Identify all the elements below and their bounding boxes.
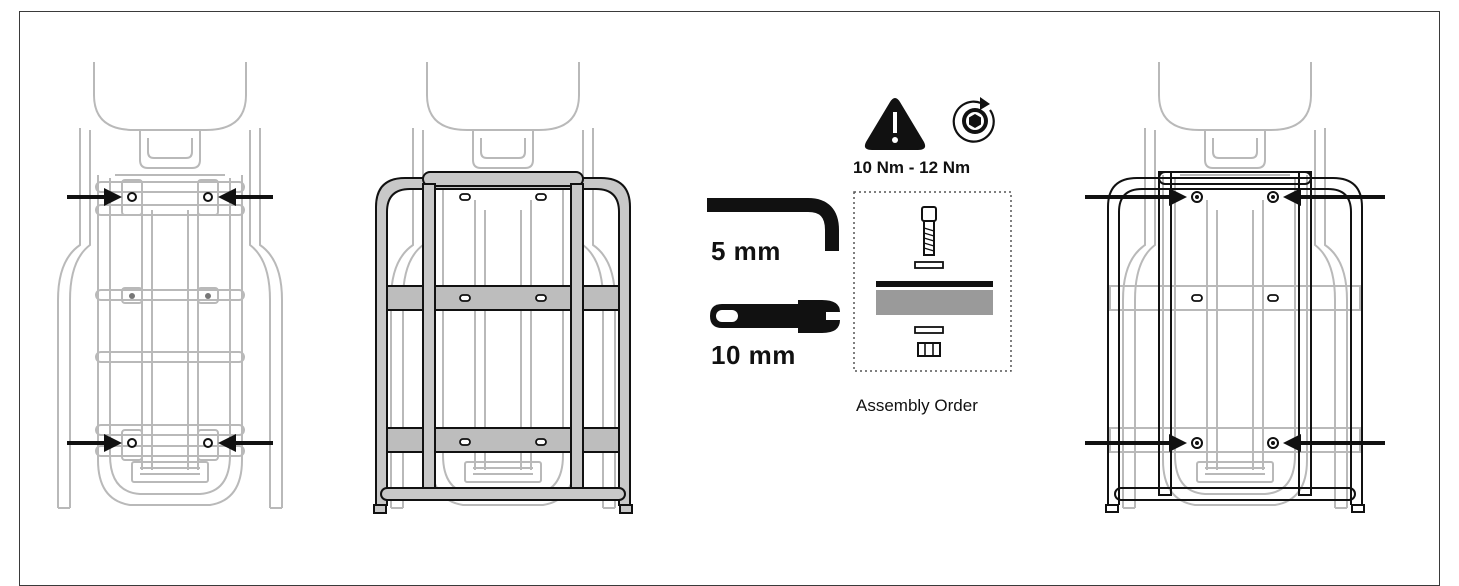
hex-key-icon: [707, 198, 839, 251]
arrow-icon: [1085, 188, 1385, 452]
warning-icon: [864, 98, 926, 150]
assembly-order-caption: Assembly Order: [856, 396, 978, 415]
arrow-icon: [67, 188, 273, 452]
hex-key-size-label: 5 mm: [711, 236, 781, 266]
rack-layer: [876, 281, 993, 287]
washer-icon: [914, 261, 944, 269]
wrench-icon: [710, 300, 840, 333]
panel-position-rack: [373, 61, 633, 514]
assembly-order-box: [853, 191, 1012, 372]
panel-fasten-bolts: [1085, 61, 1385, 513]
bolt-icon: [921, 206, 937, 256]
washer-icon: [914, 326, 944, 334]
torque-rotation-icon: [952, 97, 995, 143]
nut-icon: [917, 342, 941, 357]
torque-value-label: 10 Nm - 12 Nm: [853, 158, 971, 177]
mount-layer: [876, 290, 993, 315]
panel-locate-mount-points: [57, 61, 283, 509]
wrench-size-label: 10 mm: [711, 340, 796, 370]
